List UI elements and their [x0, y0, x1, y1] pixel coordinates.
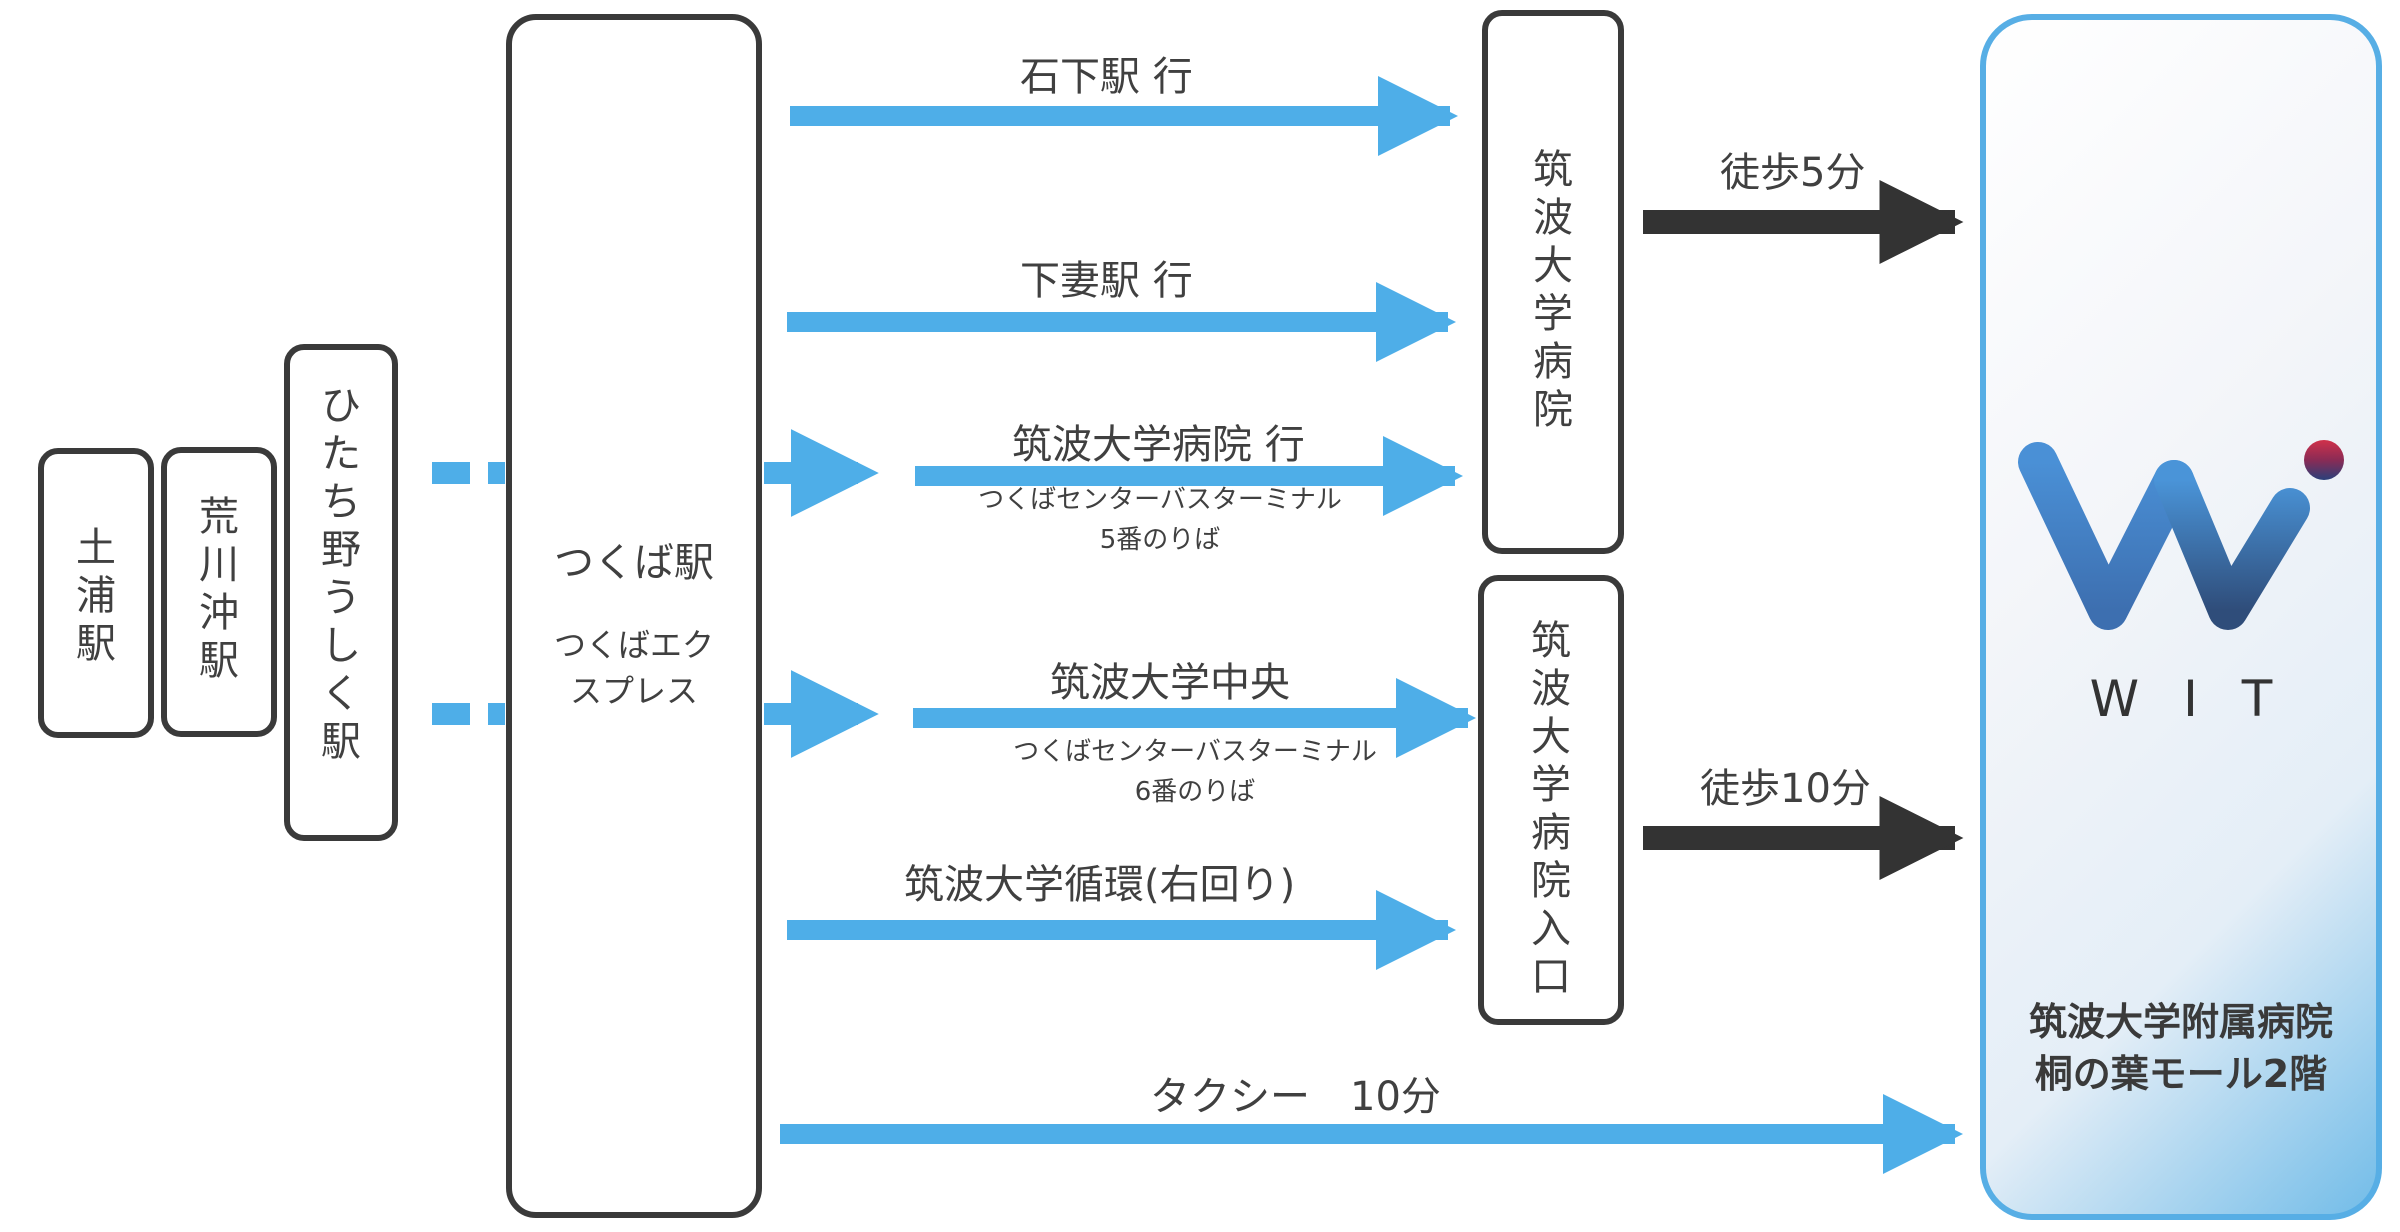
stop-hospital: 筑波大学病院	[1482, 10, 1624, 554]
route-univ-center-platform-1: つくばセンターバスターミナル	[1013, 737, 1377, 767]
station-tsukuba-name: つくば駅	[554, 540, 714, 586]
stop-hospital-entrance-label: 筑波大学病院入口	[1531, 618, 1571, 1000]
walk-5-label: 徒歩5分	[1720, 150, 1866, 196]
destination-name-line-1: 筑波大学附属病院	[2028, 1000, 2333, 1044]
destination-name-line-2: 桐の葉モール2階	[2034, 1052, 2328, 1096]
route-hospital-bound-platform-1: つくばセンターバスターミナル	[978, 485, 1342, 515]
station-tsuchiura: 土浦駅	[38, 448, 154, 738]
route-loop: 筑波大学循環(右回り)	[904, 862, 1296, 908]
station-tsukuba-line-2: スプレス	[569, 672, 698, 710]
route-hospital-bound-platform-2: 5番のりば	[1099, 525, 1221, 555]
route-univ-center: 筑波大学中央	[1050, 660, 1290, 706]
route-hospital-bound: 筑波大学病院 行	[1012, 422, 1305, 468]
route-ishige: 石下駅 行	[1020, 54, 1193, 100]
wit-logo-text: WIT	[2089, 670, 2317, 728]
station-tsukuba: つくば駅 つくばエク スプレス	[506, 14, 762, 1218]
destination-box: WIT 筑波大学附属病院 桐の葉モール2階	[1980, 14, 2382, 1220]
station-hitachino-label: ひたち野うしく駅	[321, 383, 361, 765]
station-arakawaoki: 荒川沖駅	[161, 447, 277, 737]
stop-hospital-label: 筑波大学病院	[1533, 147, 1573, 433]
walk-10-label: 徒歩10分	[1700, 766, 1871, 812]
station-hitachino: ひたち野うしく駅	[284, 344, 398, 841]
destination-name: 筑波大学附属病院 桐の葉モール2階	[1986, 996, 2376, 1100]
station-arakawaoki-label: 荒川沖駅	[199, 494, 239, 684]
wit-logo-icon	[2018, 440, 2344, 630]
stop-hospital-entrance: 筑波大学病院入口	[1478, 575, 1624, 1025]
station-tsukuba-line-1: つくばエク	[553, 626, 714, 664]
station-tsuchiura-label: 土浦駅	[76, 525, 116, 667]
route-univ-center-platform-2: 6番のりば	[1134, 777, 1256, 807]
route-taxi: タクシー 10分	[1150, 1074, 1441, 1120]
route-shimotsuma: 下妻駅 行	[1020, 258, 1193, 304]
